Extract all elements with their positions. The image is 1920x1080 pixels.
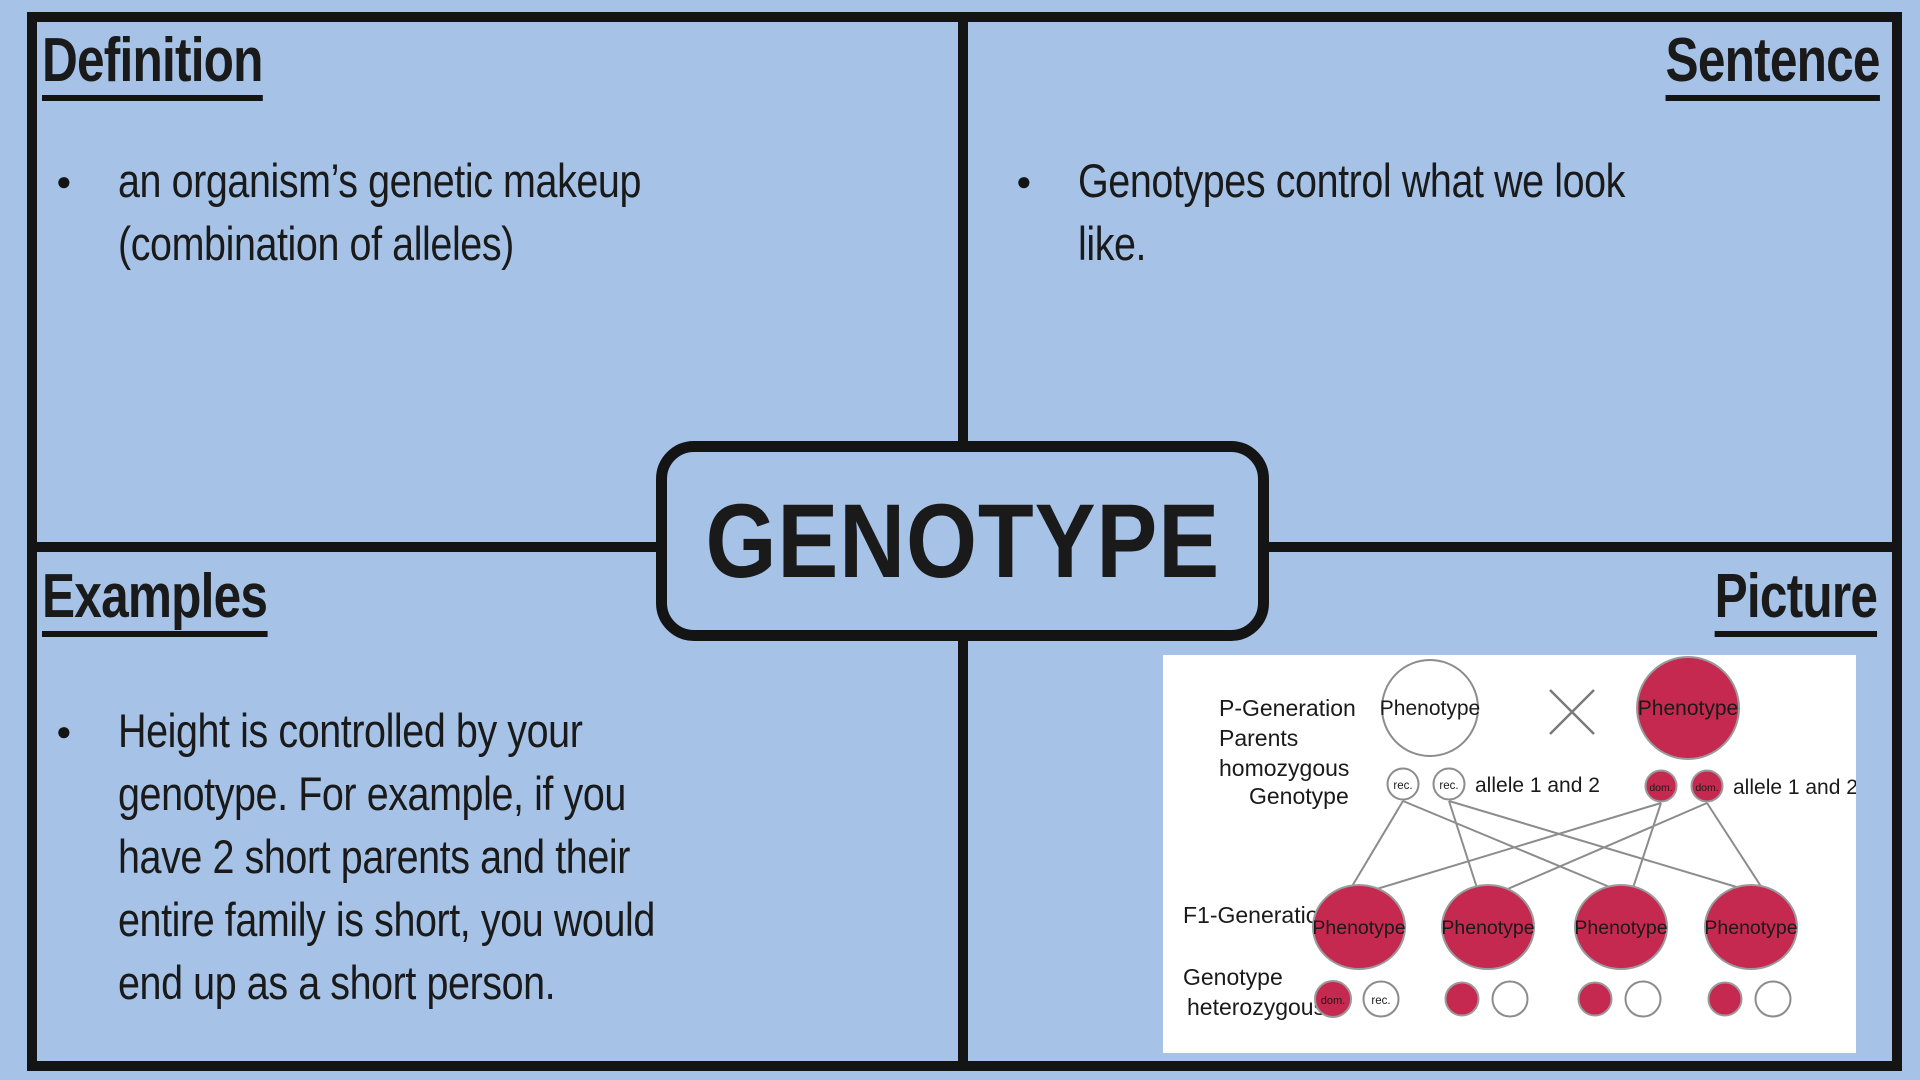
f1-phenotype-text-1: Phenotype [1312,917,1405,939]
f1-dom-allele-circle-2 [1444,981,1480,1017]
f1-dom-allele-circle-1 [1314,980,1352,1018]
f1-rec-allele-circle-1 [1362,980,1400,1018]
f1-phenotype-circle-3 [1574,884,1668,970]
dom-allele-text-2: dom. [1695,782,1718,794]
examples-heading-text: Examples [42,566,268,637]
f1-rec-allele-circle-2 [1491,980,1529,1018]
f1-phenotype-circle-1 [1312,884,1406,970]
heterozygous-label: heterozygous [1187,994,1325,1020]
parents-label: Parents [1219,725,1298,751]
genotype-label: Genotype [1249,783,1349,809]
genotype-bottom-label: Genotype [1183,964,1283,990]
bullet-dot-icon: ● [1016,166,1032,196]
examples-heading: Examples [42,566,324,637]
p-phenotype-recessive-circle [1381,659,1479,757]
f1-rec-allele-text-1: rec. [1371,995,1390,1007]
term-title: GENOTYPE [705,482,1220,600]
dom-allele-circle-2 [1690,769,1724,803]
f1-phenotype-circle-2 [1441,884,1535,970]
inheritance-lines [1350,800,1765,892]
genetics-diagram-image: P-Generation Parents homozygous Genotype… [1163,655,1858,1053]
rec-allele-circle-2 [1432,767,1466,801]
rec-allele-text-1: rec. [1393,780,1412,792]
cross-x-icon [1549,689,1595,735]
f1-phenotype-circle-4 [1704,884,1798,970]
bullet-dot-icon: ● [56,716,72,746]
f1-dom-allele-circle-4 [1707,981,1743,1017]
p-generation-label: P-Generation [1219,695,1356,721]
p-phenotype-recessive-text: Phenotype [1380,697,1480,720]
f1-dom-allele-circle-3 [1577,981,1613,1017]
p-phenotype-dominant-circle [1636,656,1740,760]
definition-bullet-item: ● an organism’s genetic makeup (combinat… [56,150,1018,276]
f1-rec-allele-circle-3 [1624,980,1662,1018]
f1-phenotype-text-4: Phenotype [1704,917,1797,939]
allele-caption-right: allele 1 and 2 [1733,776,1856,799]
dom-allele-circle-1 [1644,769,1678,803]
rec-allele-text-2: rec. [1439,780,1458,792]
f1-phenotype-text-3: Phenotype [1574,917,1667,939]
rec-allele-circle-1 [1386,767,1420,801]
center-term-box: GENOTYPE [656,441,1269,641]
definition-heading-text: Definition [42,30,263,101]
f1-dom-allele-text-1: dom. [1321,995,1345,1007]
sentence-heading-text: Sentence [1665,30,1881,101]
f1-phenotype-text-2: Phenotype [1441,917,1534,939]
definition-bullet-text: an organism’s genetic makeup (combinatio… [118,154,642,270]
p-phenotype-dominant-text: Phenotype [1638,697,1738,720]
allele-caption-left: allele 1 and 2 [1475,774,1600,797]
picture-heading-text: Picture [1714,566,1878,637]
bullet-dot-icon: ● [56,166,72,196]
homozygous-label: homozygous [1219,755,1349,781]
picture-heading: Picture [1674,566,1878,637]
f1-rec-allele-circle-4 [1754,980,1792,1018]
punnett-cross-diagram: P-Generation Parents homozygous Genotype… [1183,656,1858,1020]
sentence-heading: Sentence [1612,30,1881,101]
dom-allele-text-1: dom. [1649,782,1672,794]
examples-bullet-item: ● Height is controlled by your genotype.… [56,700,1018,1015]
sentence-bullet-text: Genotypes control what we look like. [1078,154,1626,270]
f1-generation-label: F1-Generation [1183,902,1331,928]
definition-heading: Definition [42,30,318,101]
sentence-bullet-item: ● Genotypes control what we look like. [1016,150,1920,276]
examples-bullet-text: Height is controlled by your genotype. F… [118,704,655,1009]
